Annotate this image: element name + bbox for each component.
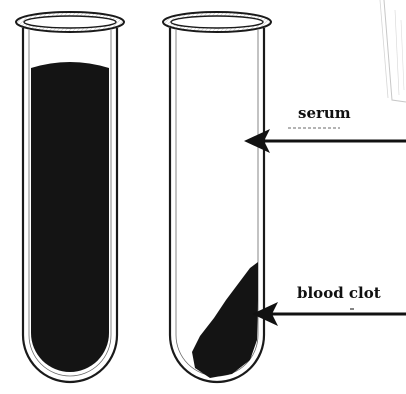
tube-whole-blood xyxy=(16,12,124,382)
tube-separated xyxy=(163,12,271,382)
serum-arrow xyxy=(244,129,406,153)
blood-clot-label: blood clot xyxy=(297,284,381,302)
whole-blood-fill xyxy=(31,62,109,372)
background-sketch xyxy=(380,0,406,102)
serum-label: serum xyxy=(298,104,351,122)
blood-clot-arrow xyxy=(252,302,406,326)
